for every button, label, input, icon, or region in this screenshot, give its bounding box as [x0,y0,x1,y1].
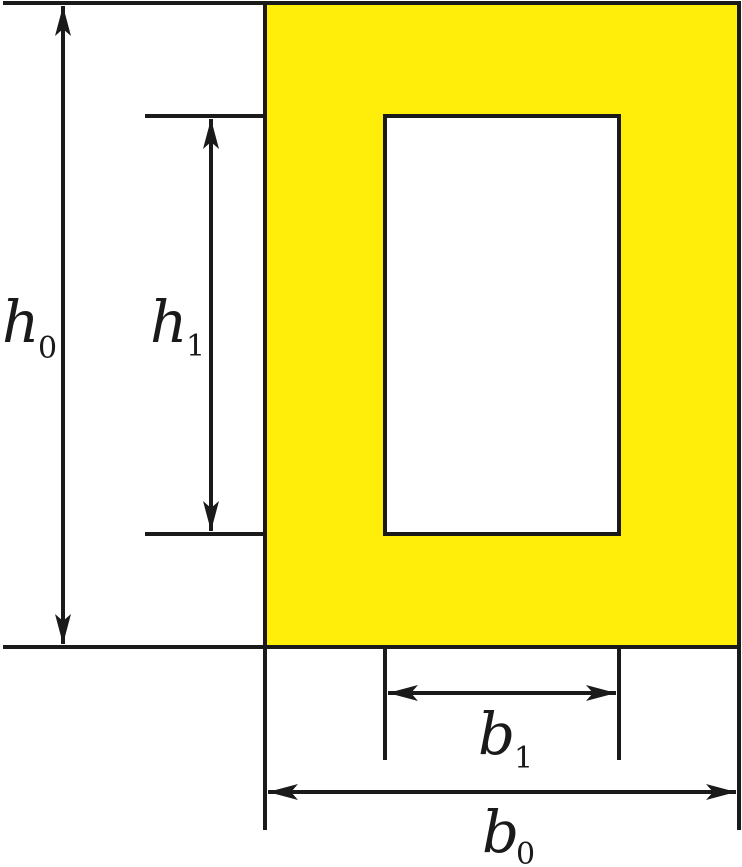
b0-label: b 0 [482,798,535,867]
h0-label-sub: 0 [38,331,57,366]
h0-label: h 0 [2,288,57,366]
b0-label-sub: 0 [516,837,535,867]
b1-label: b 1 [478,700,533,776]
h1-label: h 1 [150,288,205,364]
b1-label-var: b [478,700,515,768]
b0-label-var: b [482,798,519,866]
b1-label-sub: 1 [514,741,533,776]
inner-hollow [383,114,621,536]
h0-label-var: h [2,288,39,356]
h1-label-var: h [150,288,187,356]
h1-label-sub: 1 [186,329,205,364]
